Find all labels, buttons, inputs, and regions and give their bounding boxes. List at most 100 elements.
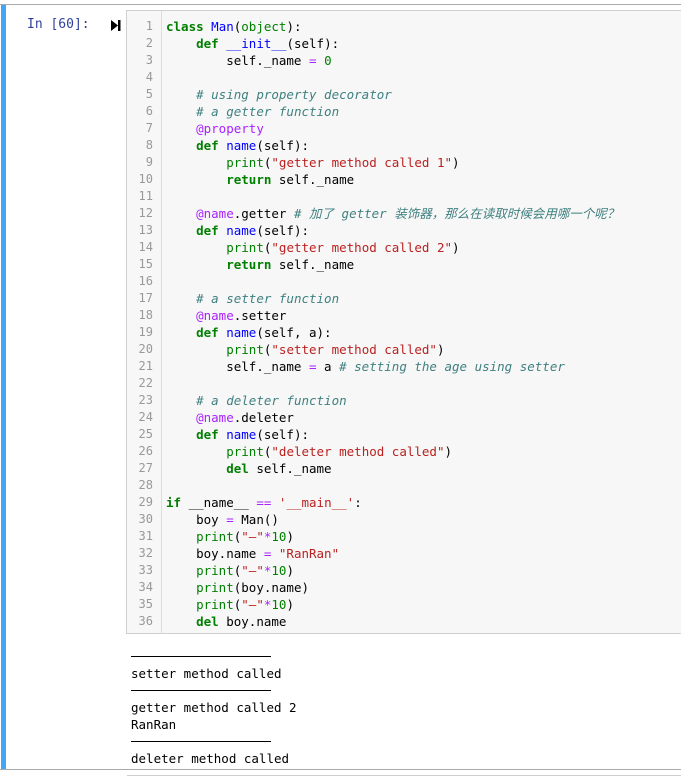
code-line[interactable]: 31 print("—"*10) — [127, 528, 681, 545]
line-number: 1 — [145, 19, 153, 33]
code-text: print("deleter method called") — [226, 444, 453, 459]
code-line[interactable]: 23 # a deleter function — [127, 392, 681, 409]
code-line[interactable]: 8 def name(self): — [127, 137, 681, 154]
line-number: 17 — [138, 291, 153, 305]
line-number: 16 — [138, 274, 153, 288]
code-line[interactable]: 32 boy.name = "RanRan" — [127, 545, 681, 562]
code-line[interactable]: 30 boy = Man() — [127, 511, 681, 528]
run-cell-button[interactable] — [110, 17, 122, 31]
code-line[interactable]: 20 print("setter method called") — [127, 341, 681, 358]
code-text: if __name__ == '__main__': — [166, 495, 362, 510]
code-text: print("—"*10) — [196, 597, 294, 612]
code-text: del boy.name — [196, 614, 287, 629]
line-number: 9 — [145, 155, 153, 169]
code-line[interactable]: 27 del self._name — [127, 460, 681, 477]
code-text: def name(self): — [196, 223, 310, 238]
output-line: setter method called — [131, 666, 282, 681]
code-text: boy = Man() — [166, 512, 279, 527]
code-text: # a setter function — [196, 291, 340, 306]
output-separator — [131, 741, 271, 742]
output-separator — [131, 656, 271, 657]
line-number: 27 — [138, 461, 153, 475]
output-line: deleter method called — [131, 751, 290, 766]
line-number: 12 — [138, 206, 153, 220]
line-number: 2 — [145, 36, 153, 50]
code-line[interactable]: 26 print("deleter method called") — [127, 443, 681, 460]
step-forward-icon — [111, 20, 121, 31]
code-line[interactable]: 25 def name(self): — [127, 426, 681, 443]
code-text: @name.getter # 加了 getter 装饰器，那么在读取时候会用哪一… — [196, 206, 620, 221]
line-number: 22 — [138, 376, 153, 390]
line-number: 5 — [145, 87, 153, 101]
code-text: print("—"*10) — [196, 529, 294, 544]
line-number: 26 — [138, 444, 153, 458]
code-line[interactable]: 28 — [127, 477, 681, 494]
line-number: 20 — [138, 342, 153, 356]
code-line[interactable]: 3 self._name = 0 — [127, 52, 681, 69]
cell-selection-bar — [1, 5, 6, 770]
code-text: class Man(object): — [166, 19, 302, 34]
line-number: 8 — [145, 138, 153, 152]
line-number: 18 — [138, 308, 153, 322]
cell-output: setter method called getter method called… — [131, 648, 297, 767]
output-line: getter method called 2 — [131, 700, 297, 715]
code-text: # a getter function — [196, 104, 340, 119]
line-number: 21 — [138, 359, 153, 373]
line-number: 4 — [145, 70, 153, 84]
line-number: 30 — [138, 512, 153, 526]
line-number: 7 — [145, 121, 153, 135]
input-prompt: In [60]: — [27, 17, 90, 32]
code-line[interactable]: 13 def name(self): — [127, 222, 681, 239]
code-line[interactable]: 9 print("getter method called 1") — [127, 154, 681, 171]
code-line[interactable]: 11 — [127, 188, 681, 205]
code-line[interactable]: 7 @property — [127, 120, 681, 137]
cell-bottom-border — [0, 769, 681, 770]
code-line[interactable]: 12 @name.getter # 加了 getter 装饰器，那么在读取时候会… — [127, 205, 681, 222]
line-number: 34 — [138, 580, 153, 594]
code-line[interactable]: 10 return self._name — [127, 171, 681, 188]
line-number: 25 — [138, 427, 153, 441]
line-number: 15 — [138, 257, 153, 271]
line-number: 19 — [138, 325, 153, 339]
code-line[interactable]: 17 # a setter function — [127, 290, 681, 307]
code-line[interactable]: 19 def name(self, a): — [127, 324, 681, 341]
code-line[interactable]: 33 print("—"*10) — [127, 562, 681, 579]
code-line[interactable]: 14 print("getter method called 2") — [127, 239, 681, 256]
line-number: 36 — [138, 614, 153, 628]
code-line[interactable]: 24 @name.deleter — [127, 409, 681, 426]
code-text: print("getter method called 1") — [226, 155, 460, 170]
code-text: @property — [196, 121, 264, 136]
code-line[interactable]: 16 — [127, 273, 681, 290]
code-line[interactable]: 6 # a getter function — [127, 103, 681, 120]
line-number: 31 — [138, 529, 153, 543]
code-text: self._name = a # setting the age using s… — [166, 359, 565, 374]
line-number: 23 — [138, 393, 153, 407]
line-number: 13 — [138, 223, 153, 237]
line-number: 32 — [138, 546, 153, 560]
code-text: print(boy.name) — [196, 580, 310, 595]
code-line[interactable]: 2 def __init__(self): — [127, 35, 681, 52]
code-text: boy.name = "RanRan" — [166, 546, 340, 561]
code-text: def __init__(self): — [196, 36, 340, 51]
code-line[interactable]: 34 print(boy.name) — [127, 579, 681, 596]
code-text: # using property decorator — [196, 87, 392, 102]
code-line[interactable]: 35 print("—"*10) — [127, 596, 681, 613]
line-number: 10 — [138, 172, 153, 186]
code-text: @name.setter — [196, 308, 287, 323]
code-text: print("—"*10) — [196, 563, 294, 578]
code-line[interactable]: 4 — [127, 69, 681, 86]
code-line[interactable]: 21 self._name = a # setting the age usin… — [127, 358, 681, 375]
code-line[interactable]: 22 — [127, 375, 681, 392]
code-line[interactable]: 18 @name.setter — [127, 307, 681, 324]
code-line[interactable]: 1 class Man(object): — [127, 18, 681, 35]
code-text: @name.deleter — [196, 410, 294, 425]
line-number-gutter — [127, 11, 162, 633]
code-line[interactable]: 5 # using property decorator — [127, 86, 681, 103]
code-text: def name(self): — [196, 427, 310, 442]
code-line[interactable]: 36 del boy.name — [127, 613, 681, 630]
code-line[interactable]: 15 return self._name — [127, 256, 681, 273]
code-text: # a deleter function — [196, 393, 347, 408]
